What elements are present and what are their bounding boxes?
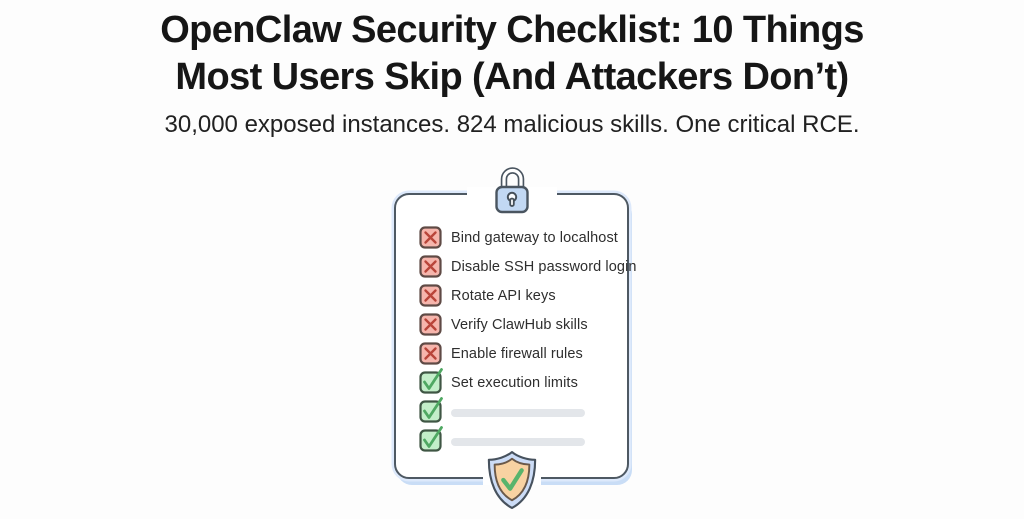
check-checkbox-icon: [419, 368, 443, 394]
x-checkbox-icon: [419, 284, 442, 307]
checklist-item-label: Verify ClawHub skills: [451, 316, 588, 333]
checklist-item: Rotate API keys: [419, 284, 627, 307]
checklist-items: Bind gateway to localhost Disable SSH pa…: [396, 195, 636, 452]
checklist-item: Bind gateway to localhost: [419, 226, 627, 249]
page-title: OpenClaw Security Checklist: 10 Things M…: [0, 7, 1024, 101]
page-title-line2: Most Users Skip (And Attackers Don’t): [175, 56, 849, 98]
x-checkbox-icon: [419, 226, 442, 249]
checklist-card: Bind gateway to localhost Disable SSH pa…: [394, 167, 636, 510]
check-checkbox-icon: [419, 426, 443, 452]
checklist-item-label: Rotate API keys: [451, 287, 556, 304]
x-checkbox-icon: [419, 255, 442, 278]
x-checkbox-icon: [419, 313, 442, 336]
shield-check-icon: [485, 450, 539, 510]
checklist-item: [419, 426, 627, 452]
checklist-item: Set execution limits: [419, 368, 627, 394]
x-checkbox-icon: [419, 342, 442, 365]
checklist-item: Disable SSH password login: [419, 255, 636, 278]
checklist-item-label: Disable SSH password login: [451, 258, 637, 275]
checklist-item-label: Set execution limits: [451, 374, 578, 391]
checklist-item: [419, 397, 627, 423]
check-checkbox-icon: [419, 397, 443, 423]
placeholder-bar: [451, 437, 585, 446]
placeholder-bar: [451, 408, 585, 417]
checklist-item-label: Bind gateway to localhost: [451, 229, 618, 246]
padlock-icon: [491, 160, 533, 214]
security-checklist-infographic: OpenClaw Security Checklist: 10 Things M…: [0, 7, 1024, 519]
checklist-item-label: Enable firewall rules: [451, 345, 583, 362]
subtitle: 30,000 exposed instances. 824 malicious …: [164, 111, 860, 138]
page-title-line1: OpenClaw Security Checklist: 10 Things: [160, 9, 864, 51]
checklist-item: Verify ClawHub skills: [419, 313, 627, 336]
checklist-item: Enable firewall rules: [419, 342, 627, 365]
